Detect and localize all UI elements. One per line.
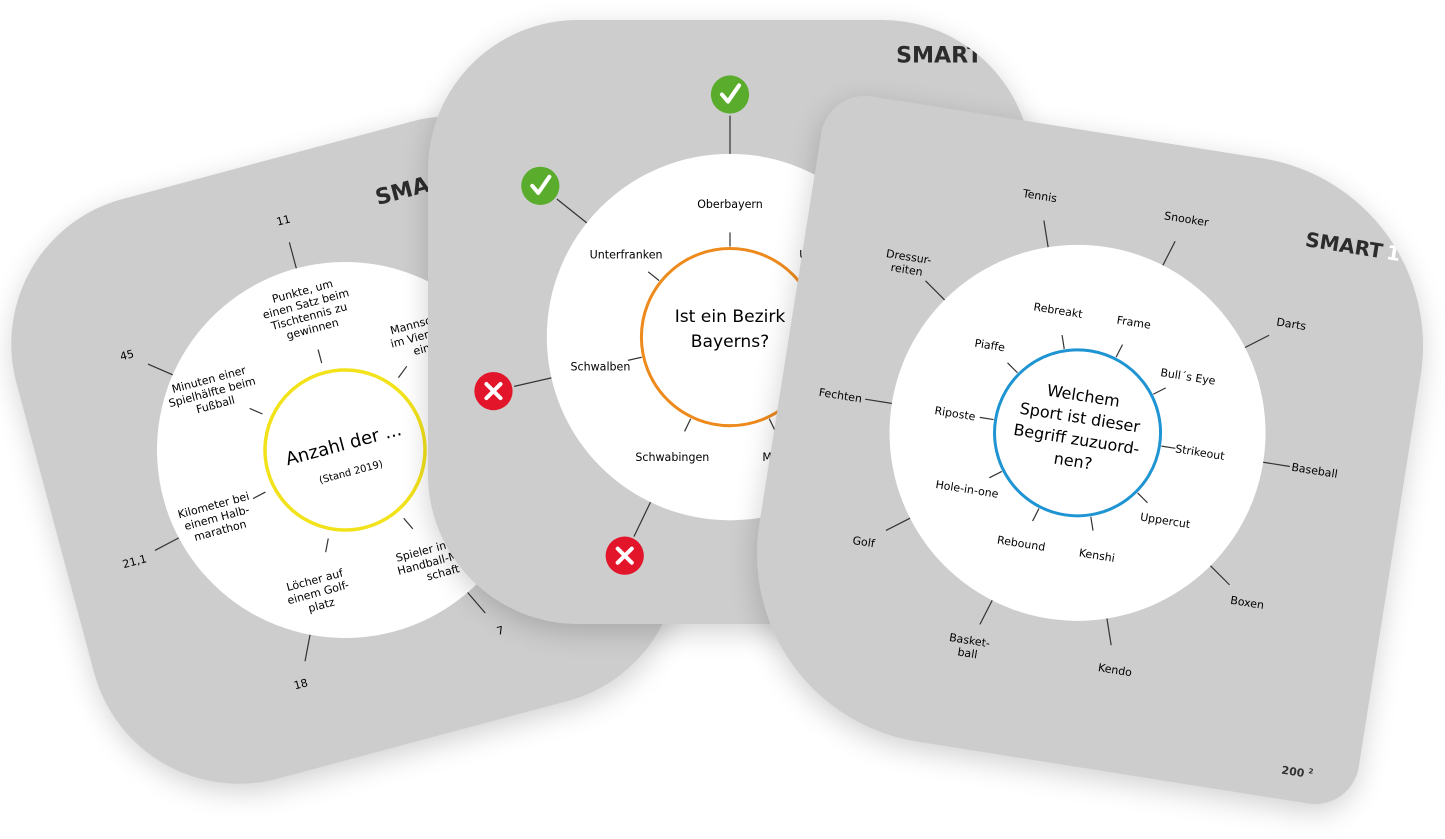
cross-icon (605, 536, 644, 575)
connector-line (1152, 387, 1167, 395)
badge-line (633, 501, 652, 537)
svg-text:SMART10: SMART10 (1304, 227, 1416, 268)
answer-value: 18 (292, 676, 309, 692)
answer-value: 45 (119, 347, 136, 363)
answer-line (885, 517, 911, 531)
item-label: Kilometer beieinem Halb-marathon (176, 490, 257, 547)
connector-line (325, 538, 329, 553)
answer-line (925, 280, 946, 301)
answer-line (154, 537, 180, 551)
item-label: Frame (1116, 314, 1152, 332)
connector-line (1115, 344, 1124, 358)
badge-line (556, 198, 588, 224)
item-label: Kenshi (1078, 546, 1116, 564)
answer-line (1162, 240, 1176, 266)
connector-line (1090, 516, 1094, 531)
answer-value: Tennis (1021, 187, 1058, 205)
connector-line (1137, 492, 1148, 504)
connector-line (627, 356, 642, 361)
connector-line (684, 418, 692, 432)
check-icon (521, 166, 560, 205)
answer-line (1244, 334, 1270, 349)
connector-line (1161, 445, 1176, 449)
connector-line (317, 349, 323, 364)
answer-value: Boxen (1229, 594, 1264, 612)
answer-value: 7 (495, 624, 505, 638)
connector-line (249, 407, 263, 415)
answer-value: 21,1 (121, 552, 148, 571)
answer-line (979, 600, 993, 625)
question-title-line-2: Bayerns? (691, 332, 769, 352)
answer-value: Dressur-reiten (883, 247, 932, 280)
brand-logo: SMART10 (1304, 227, 1416, 268)
check-icon (710, 75, 750, 114)
cross-icon (474, 371, 513, 411)
answer-value: Darts (1276, 315, 1308, 333)
answer-line (288, 242, 297, 269)
answer-line (865, 398, 892, 405)
connector-line (397, 365, 408, 378)
question-ring (993, 348, 1163, 518)
answer-value: 11 (275, 213, 292, 229)
answer-value: Kendo (1097, 661, 1133, 679)
answer-value: Baseball (1290, 461, 1338, 481)
connector-line (1007, 362, 1018, 374)
item-label: Riposte (934, 404, 977, 423)
answer-line (1210, 565, 1230, 586)
connector-line (403, 517, 414, 530)
item-label: Unterfranken (590, 248, 663, 261)
connector-line (252, 491, 266, 500)
answer-value: Snooker (1163, 209, 1210, 229)
answer-value: Fechten (818, 386, 863, 406)
question-ring (263, 368, 427, 532)
connector-line (989, 470, 1003, 479)
item-label: Oberbayern (697, 198, 763, 211)
question-title-line-1: Ist ein Bezirk (675, 307, 786, 327)
answer-line (304, 634, 311, 662)
item-label: Schwabingen (635, 451, 709, 464)
answer-line (1043, 220, 1049, 248)
connector-line (1061, 334, 1065, 349)
answer-value: Basket-ball (946, 631, 991, 663)
answer-line (1263, 461, 1290, 468)
item-label: Piaffe (974, 337, 1006, 355)
svg-text:SMART10: SMART10 (896, 42, 1017, 68)
item-label: Schwalben (571, 361, 631, 374)
connector-line (1032, 508, 1040, 522)
answer-value: Golf (852, 534, 877, 550)
connector-line (979, 416, 994, 421)
answer-line (467, 592, 486, 614)
answer-line (147, 363, 173, 376)
badge-line (513, 377, 552, 387)
connector-line (647, 271, 660, 282)
answer-line (1106, 618, 1112, 646)
